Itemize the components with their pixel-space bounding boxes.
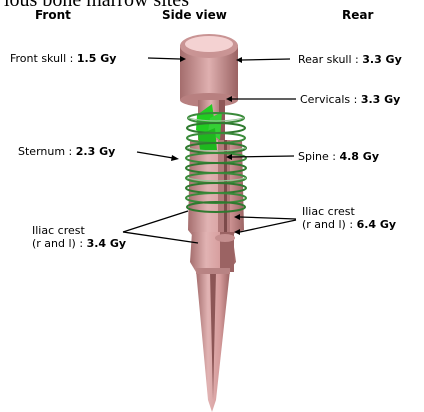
label-rear-skull: Rear skull : 3.3 Gy	[298, 53, 402, 66]
label-spine-dose: 4.8 Gy	[339, 150, 379, 163]
label-iliac-front-line1: Iliac crest	[32, 224, 126, 237]
label-sternum-dose: 2.3 Gy	[76, 145, 116, 158]
legs-shape	[196, 268, 230, 412]
pelvis-shape	[190, 232, 236, 272]
label-sternum: Sternum : 2.3 Gy	[18, 145, 115, 158]
label-iliac-rear-line2: (r and l) :	[302, 218, 357, 231]
label-iliac-rear-line1: Iliac crest	[302, 205, 396, 218]
label-iliac-crest-rear: Iliac crest (r and l) : 6.4 Gy	[302, 205, 396, 231]
label-front-skull-name: Front skull :	[10, 52, 77, 65]
label-iliac-crest-front: Iliac crest (r and l) : 3.4 Gy	[32, 224, 126, 250]
label-rear-skull-name: Rear skull :	[298, 53, 362, 66]
label-spine: Spine : 4.8 Gy	[298, 150, 379, 163]
label-cervicals-dose: 3.3 Gy	[361, 93, 401, 106]
label-cervicals-name: Cervicals :	[300, 93, 361, 106]
label-front-skull-dose: 1.5 Gy	[77, 52, 117, 65]
label-cervicals: Cervicals : 3.3 Gy	[300, 93, 400, 106]
label-iliac-front-dose: 3.4 Gy	[87, 237, 127, 250]
label-sternum-name: Sternum :	[18, 145, 76, 158]
label-spine-name: Spine :	[298, 150, 339, 163]
label-iliac-front-line2: (r and l) :	[32, 237, 87, 250]
skull-shape	[180, 34, 238, 107]
label-rear-skull-dose: 3.3 Gy	[362, 53, 402, 66]
label-iliac-rear-dose: 6.4 Gy	[357, 218, 397, 231]
label-front-skull: Front skull : 1.5 Gy	[10, 52, 116, 65]
